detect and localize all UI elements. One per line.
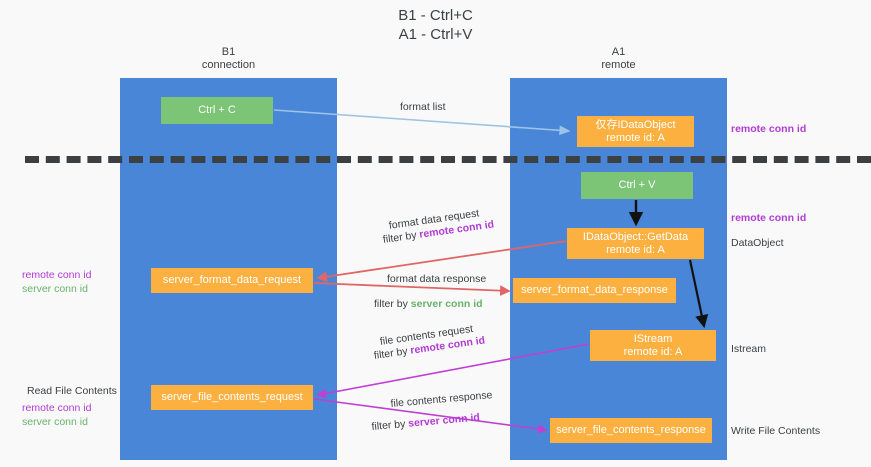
note-istream: Istream bbox=[731, 343, 767, 355]
box-server-format-data-request[interactable]: server_format_data_request bbox=[151, 268, 313, 293]
box-ctrl-v[interactable]: Ctrl + V bbox=[581, 172, 693, 199]
note-remote-conn-id-top: remote conn id bbox=[731, 123, 807, 135]
filter-prefix: filter by bbox=[374, 298, 411, 310]
page-title: B1 - Ctrl+C A1 - Ctrl+V bbox=[398, 7, 473, 43]
arrow-file-contents-request bbox=[316, 343, 590, 399]
note-remote-conn-id-mid: remote conn id bbox=[731, 212, 807, 224]
note-left-conn-ids-low: remote conn id server conn id bbox=[22, 401, 91, 429]
arrow-getdata-to-istream bbox=[688, 259, 709, 329]
note-write-file-contents: Write File Contents bbox=[731, 425, 821, 437]
label-format-list: format list bbox=[400, 101, 446, 113]
section-divider bbox=[25, 156, 871, 163]
box-idataobject-label: 仅存IDataObject remote id: A bbox=[595, 118, 676, 144]
filter-prefix: filter by bbox=[371, 417, 409, 433]
box-server-format-data-request-label: server_format_data_request bbox=[162, 274, 302, 286]
label-format-data-response-filter: filter by server conn id bbox=[374, 297, 483, 311]
box-server-file-contents-request[interactable]: server_file_contents_request bbox=[151, 385, 313, 410]
box-server-format-data-response[interactable]: server_format_data_response bbox=[513, 278, 676, 303]
label-format-data-response: format data response bbox=[387, 273, 487, 285]
filter-key-server-conn-id: server conn id bbox=[410, 298, 483, 310]
arrow-format-list bbox=[273, 109, 571, 136]
arrow-file-contents-response bbox=[313, 398, 548, 434]
box-ctrl-v-label: Ctrl + V bbox=[618, 179, 656, 191]
box-ctrl-c-label: Ctrl + C bbox=[198, 104, 236, 116]
box-server-file-contents-request-label: server_file_contents_request bbox=[161, 391, 303, 403]
note-dataobject: DataObject bbox=[731, 237, 784, 249]
box-idataobject-getdata[interactable]: IDataObject::GetData remote id: A bbox=[567, 228, 704, 259]
box-istream-label: IStream remote id: A bbox=[623, 332, 683, 358]
note-remote-conn-id: remote conn id bbox=[22, 402, 92, 414]
arrow-format-data-response bbox=[313, 282, 511, 297]
note-read-file-contents: Read File Contents bbox=[27, 385, 117, 397]
box-ctrl-c[interactable]: Ctrl + C bbox=[161, 97, 273, 124]
box-server-format-data-response-label: server_format_data_response bbox=[521, 284, 668, 296]
note-remote-conn-id: remote conn id bbox=[22, 269, 92, 281]
note-server-conn-id: server conn id bbox=[22, 283, 88, 295]
note-left-conn-ids-mid: remote conn id server conn id bbox=[22, 268, 91, 296]
box-getdata-label: IDataObject::GetData remote id: A bbox=[582, 230, 689, 256]
box-istream[interactable]: IStream remote id: A bbox=[590, 330, 716, 361]
column-header-b1: B1 connection bbox=[201, 46, 256, 71]
box-server-file-contents-response[interactable]: server_file_contents_response bbox=[550, 418, 712, 443]
box-server-file-contents-response-label: server_file_contents_response bbox=[556, 424, 706, 436]
column-header-a1: A1 remote bbox=[601, 46, 636, 71]
note-server-conn-id: server conn id bbox=[22, 416, 88, 428]
arrow-format-data-request bbox=[316, 240, 567, 283]
box-idataobject[interactable]: 仅存IDataObject remote id: A bbox=[577, 116, 694, 147]
